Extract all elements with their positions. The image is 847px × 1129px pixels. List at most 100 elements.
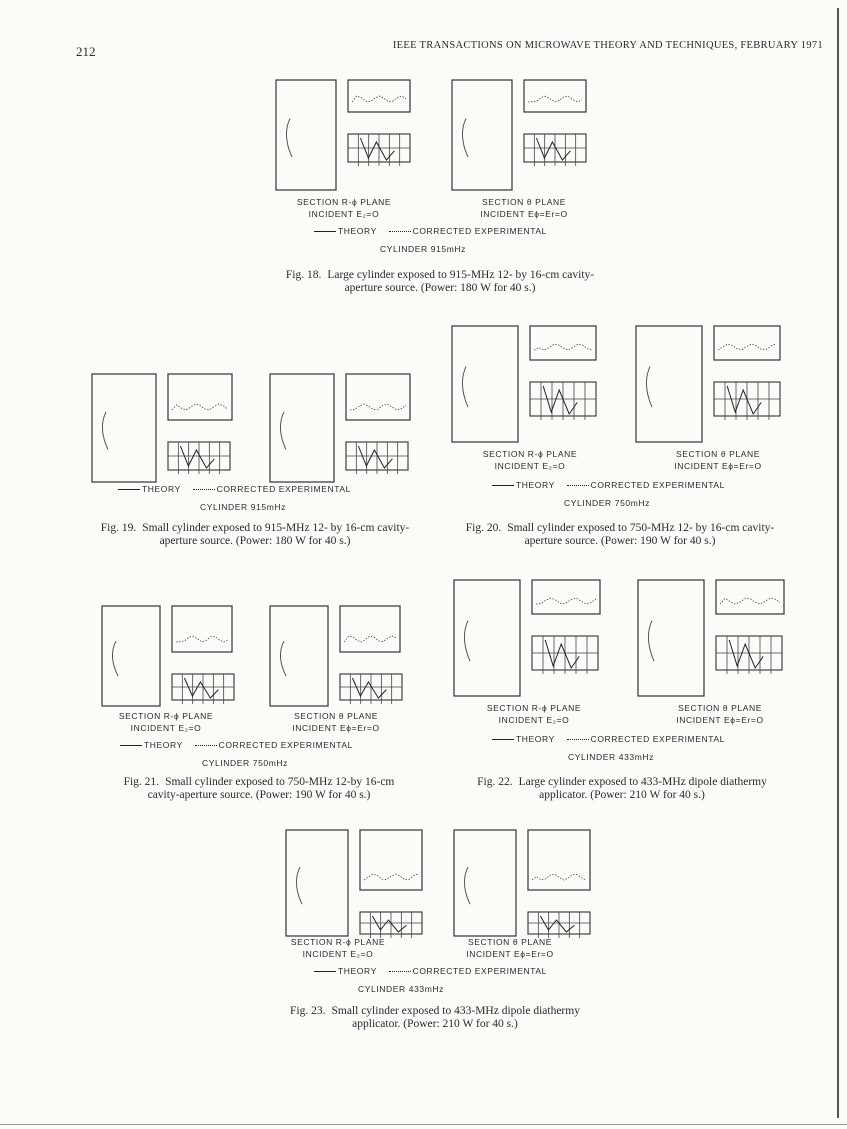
section-trace <box>646 366 653 408</box>
plot-box <box>345 373 411 421</box>
experimental-dot-swatch <box>192 489 215 491</box>
experimental-trace <box>343 635 397 643</box>
section-trace <box>280 640 287 677</box>
section-trace <box>464 866 471 905</box>
theory-trace <box>544 639 580 670</box>
theory-trace <box>371 915 407 933</box>
figure-19-caption: Fig. 19.Small cylinder exposed to 915-MH… <box>100 522 410 547</box>
experimental-dot-swatch <box>566 739 589 741</box>
section-trace <box>462 118 469 158</box>
cylinder-frequency: CYLINDER 915mHz <box>380 244 466 254</box>
figure-22-panels <box>453 579 785 697</box>
figure-18-panels <box>275 79 587 191</box>
section-right-title: SECTION θ PLANE <box>677 703 763 713</box>
experimental-trace <box>527 95 583 103</box>
plot-box <box>171 605 233 653</box>
plot-box <box>359 829 423 891</box>
incident-right-label: INCIDENT Eϕ=Er=O <box>480 209 568 219</box>
experimental-trace <box>531 873 587 881</box>
legend-experimental: CORRECTED EXPERIMENTAL <box>412 966 547 976</box>
legend-experimental: CORRECTED EXPERIMENTAL <box>412 226 547 236</box>
incident-right-label: INCIDENT Eϕ=Er=O <box>676 715 764 725</box>
plot-box <box>167 373 233 421</box>
section-trace <box>648 620 655 662</box>
incident-right-label: INCIDENT Eϕ=Er=O <box>466 949 554 959</box>
section-outline <box>285 829 349 937</box>
legend-experimental: CORRECTED EXPERIMENTAL <box>218 740 353 750</box>
incident-right-label: INCIDENT Eϕ=Er=O <box>674 461 762 471</box>
section-left-title: SECTION R-ϕ PLANE <box>296 197 392 207</box>
section-trace <box>286 118 293 158</box>
section-trace <box>112 640 119 677</box>
section-trace <box>280 411 287 450</box>
figure-23-caption: Fig. 23.Small cylinder exposed to 433-MH… <box>290 1005 580 1030</box>
plot-box <box>715 579 785 615</box>
experimental-trace <box>719 597 781 605</box>
figure-22-caption: Fig. 22.Large cylinder exposed to 433-MH… <box>477 776 767 801</box>
legend: THEORY CORRECTED EXPERIMENTAL <box>314 226 547 236</box>
theory-line-swatch <box>118 489 140 491</box>
plot-box <box>529 325 597 361</box>
section-trace <box>462 366 469 408</box>
plot-box <box>523 79 587 113</box>
section-right-title: SECTION θ PLANE <box>481 197 567 207</box>
experimental-dot-swatch <box>194 745 217 747</box>
figure-19: THEORY CORRECTED EXPERIMENTAL CYLINDER 9… <box>90 373 420 524</box>
cylinder-frequency: CYLINDER 750mHz <box>202 758 288 768</box>
experimental-trace <box>717 343 777 351</box>
legend-experimental: CORRECTED EXPERIMENTAL <box>590 480 725 490</box>
running-head: IEEE TRANSACTIONS ON MICROWAVE THEORY AN… <box>392 40 823 51</box>
cylinder-frequency: CYLINDER 433mHz <box>358 984 444 994</box>
legend: THEORY CORRECTED EXPERIMENTAL <box>314 966 547 976</box>
cylinder-frequency: CYLINDER 750mHz <box>564 498 650 508</box>
legend: THEORY CORRECTED EXPERIMENTAL <box>492 734 725 744</box>
section-outline <box>269 605 329 707</box>
experimental-dot-swatch <box>566 485 589 487</box>
figure-23: SECTION R-ϕ PLANE INCIDENT E₂=O SECTION … <box>284 829 604 1000</box>
caption-label: Fig. 20. <box>465 522 502 534</box>
legend-theory: THEORY <box>516 734 555 744</box>
theory-trace <box>357 445 393 469</box>
theory-trace <box>728 639 764 670</box>
experimental-trace <box>351 95 407 103</box>
cylinder-frequency: CYLINDER 915mHz <box>200 502 286 512</box>
theory-trace <box>359 137 395 161</box>
legend-theory: THEORY <box>338 226 377 236</box>
legend-theory: THEORY <box>516 480 555 490</box>
theory-line-swatch <box>314 971 336 973</box>
section-right-title: SECTION θ PLANE <box>675 449 761 459</box>
figure-20-caption: Fig. 20.Small cylinder exposed to 750-MH… <box>465 522 775 547</box>
figure-19-panels <box>91 373 411 483</box>
legend-theory: THEORY <box>338 966 377 976</box>
experimental-trace <box>175 635 229 643</box>
section-outline <box>637 579 705 697</box>
figure-23-panels <box>285 829 591 938</box>
theory-trace <box>351 677 387 699</box>
experimental-trace <box>171 403 229 411</box>
theory-trace <box>539 915 575 933</box>
figure-21-caption: Fig. 21.Small cylinder exposed to 750-MH… <box>123 776 395 801</box>
incident-left-label: INCIDENT E₂=O <box>308 209 380 219</box>
caption-label: Fig. 22. <box>477 776 513 788</box>
incident-right-label: INCIDENT Eϕ=Er=O <box>292 723 380 733</box>
plot-box <box>527 829 591 891</box>
incident-left-label: INCIDENT E₂=O <box>130 723 202 733</box>
caption-label: Fig. 18. <box>285 269 322 281</box>
figure-22: SECTION R-ϕ PLANE INCIDENT E₂=O SECTION … <box>452 579 797 770</box>
figure-21: SECTION R-ϕ PLANE INCIDENT E₂=O SECTION … <box>100 605 430 776</box>
theory-trace <box>542 385 578 416</box>
legend: THEORY CORRECTED EXPERIMENTAL <box>120 740 353 750</box>
theory-trace <box>535 137 571 161</box>
section-left-title: SECTION R-ϕ PLANE <box>482 449 578 459</box>
section-left-title: SECTION R-ϕ PLANE <box>290 937 386 947</box>
experimental-trace <box>535 597 597 605</box>
legend: THEORY CORRECTED EXPERIMENTAL <box>118 484 351 494</box>
experimental-trace <box>363 873 419 881</box>
cylinder-frequency: CYLINDER 433mHz <box>568 752 654 762</box>
legend: THEORY CORRECTED EXPERIMENTAL <box>492 480 725 490</box>
page-number: 212 <box>76 44 96 59</box>
plot-box <box>531 579 601 615</box>
section-left-title: SECTION R-ϕ PLANE <box>118 711 214 721</box>
figure-18: SECTION R-ϕ PLANE INCIDENT E₂=O SECTION … <box>274 79 604 300</box>
experimental-trace <box>533 343 593 351</box>
